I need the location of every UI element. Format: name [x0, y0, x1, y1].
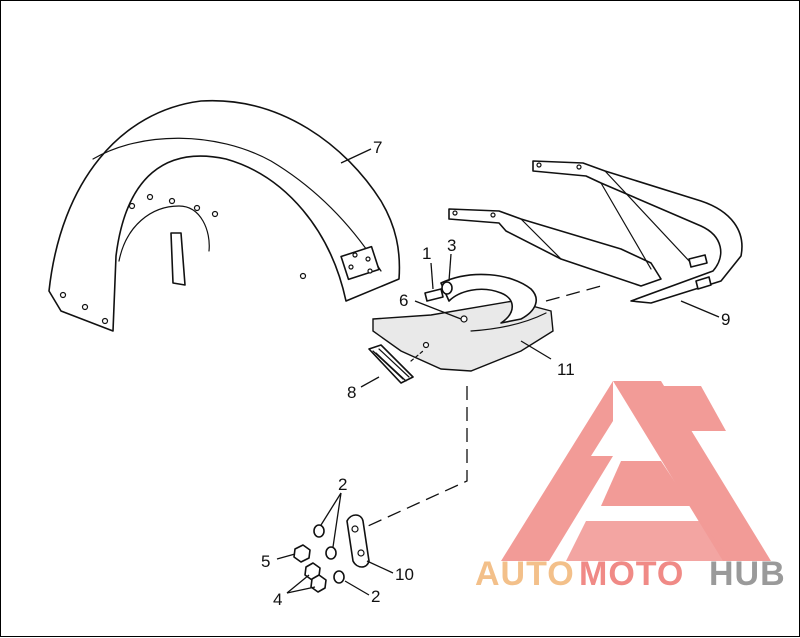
reflector-part-8: [360, 344, 424, 388]
connector-line-upper: [545, 285, 602, 302]
callout-5: 5: [261, 552, 270, 571]
callout-6: 6: [399, 291, 408, 310]
callout-2-upper: 2: [338, 475, 347, 494]
washer-part-2-lower: [333, 570, 370, 596]
washer-part-3: [441, 253, 453, 295]
callout-1: 1: [422, 244, 431, 263]
callout-2-lower: 2: [371, 587, 380, 606]
nut-part-4: [286, 562, 327, 594]
watermark-text: AUTO MOTO HUB: [475, 555, 786, 593]
watermark-hub: HUB: [709, 555, 786, 593]
callout-11: 11: [557, 360, 575, 379]
watermark-auto: AUTO: [475, 555, 575, 593]
callout-4: 4: [273, 590, 282, 609]
callout-3: 3: [447, 236, 456, 255]
callout-10: 10: [395, 565, 414, 584]
leader-6: [414, 300, 462, 320]
watermark-moto: MOTO: [579, 555, 684, 593]
connector-line-lower: [356, 386, 468, 532]
callout-9: 9: [721, 310, 730, 329]
nut-part-5: [276, 544, 311, 563]
screw-part-1: [424, 262, 444, 302]
bracket-part-11: [372, 273, 554, 372]
callout-7: 7: [373, 138, 382, 157]
callout-8: 8: [347, 383, 356, 402]
luggage-rack-part-9: [448, 160, 743, 318]
watermark-logo-mark: [501, 381, 771, 561]
washer-part-2-upper: [313, 492, 342, 560]
link-plate-part-10: [346, 514, 394, 574]
rear-fender-part-7: [48, 99, 401, 332]
